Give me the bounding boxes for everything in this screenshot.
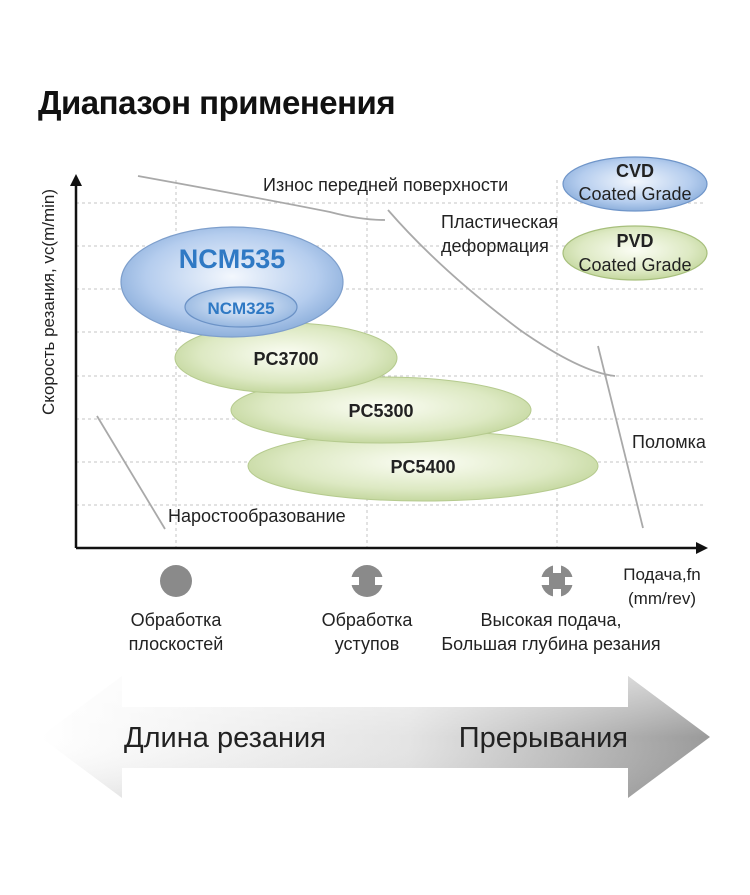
crater-wear-boundary: [137, 175, 386, 221]
operation-highfeed-label-2: Большая глубина резания: [441, 634, 660, 654]
built-up-edge-label: Наростообразование: [168, 506, 346, 526]
grade-pc3700-label: PC3700: [253, 349, 318, 369]
operation-facing-label-1: Обработка: [131, 610, 223, 630]
pvd-legend-name: PVD: [616, 231, 653, 251]
breakage-boundary: [597, 345, 644, 529]
operation-shoulder-label-1: Обработка: [322, 610, 414, 630]
plastic-deformation-label-2: деформация: [441, 236, 549, 256]
arrow-left-label: Длина резания: [124, 722, 326, 754]
grade-ncm535-label: NCM535: [179, 244, 286, 274]
operation-highfeed-label-1: Высокая подача,: [480, 610, 621, 630]
grade-pc5300-label: PC5300: [348, 401, 413, 421]
built-up-edge-boundary: [96, 415, 166, 530]
crater-wear-label: Износ передней поверхности: [263, 175, 508, 195]
arrow-right-label: Прерывания: [459, 722, 628, 754]
grade-pc5300: PC5300: [230, 376, 532, 444]
grade-ncm325: NCM325: [184, 286, 298, 328]
page-title: Диапазон применения: [38, 84, 396, 121]
cutting-condition-arrow: Длина резания Прерывания: [40, 676, 710, 798]
axes: [70, 174, 708, 554]
shoulder-circle-icon: [349, 565, 385, 597]
pvd-legend: PVD Coated Grade: [562, 225, 708, 281]
x-axis-unit: (mm/rev): [628, 589, 696, 608]
plastic-deformation-boundary: [387, 209, 616, 377]
pvd-legend-sub: Coated Grade: [578, 255, 691, 275]
operation-facing-label-2: плоскостей: [129, 634, 224, 654]
plastic-deformation-label-1: Пластическая: [441, 212, 558, 232]
grade-pc5400-label: PC5400: [390, 457, 455, 477]
cvd-legend-name: CVD: [616, 161, 654, 181]
solid-circle-icon: [160, 565, 192, 597]
cvd-legend: CVD Coated Grade: [562, 156, 708, 212]
x-axis-label: Подача,fn: [623, 565, 701, 584]
wear-boundaries: [96, 175, 644, 530]
breakage-label: Поломка: [632, 432, 707, 452]
cvd-legend-sub: Coated Grade: [578, 184, 691, 204]
cross-circle-icon: [539, 563, 575, 599]
y-axis-label: Скорость резания, vc(m/min): [39, 189, 58, 415]
grade-ncm325-label: NCM325: [207, 299, 274, 318]
operation-shoulder-label-2: уступов: [335, 634, 400, 654]
